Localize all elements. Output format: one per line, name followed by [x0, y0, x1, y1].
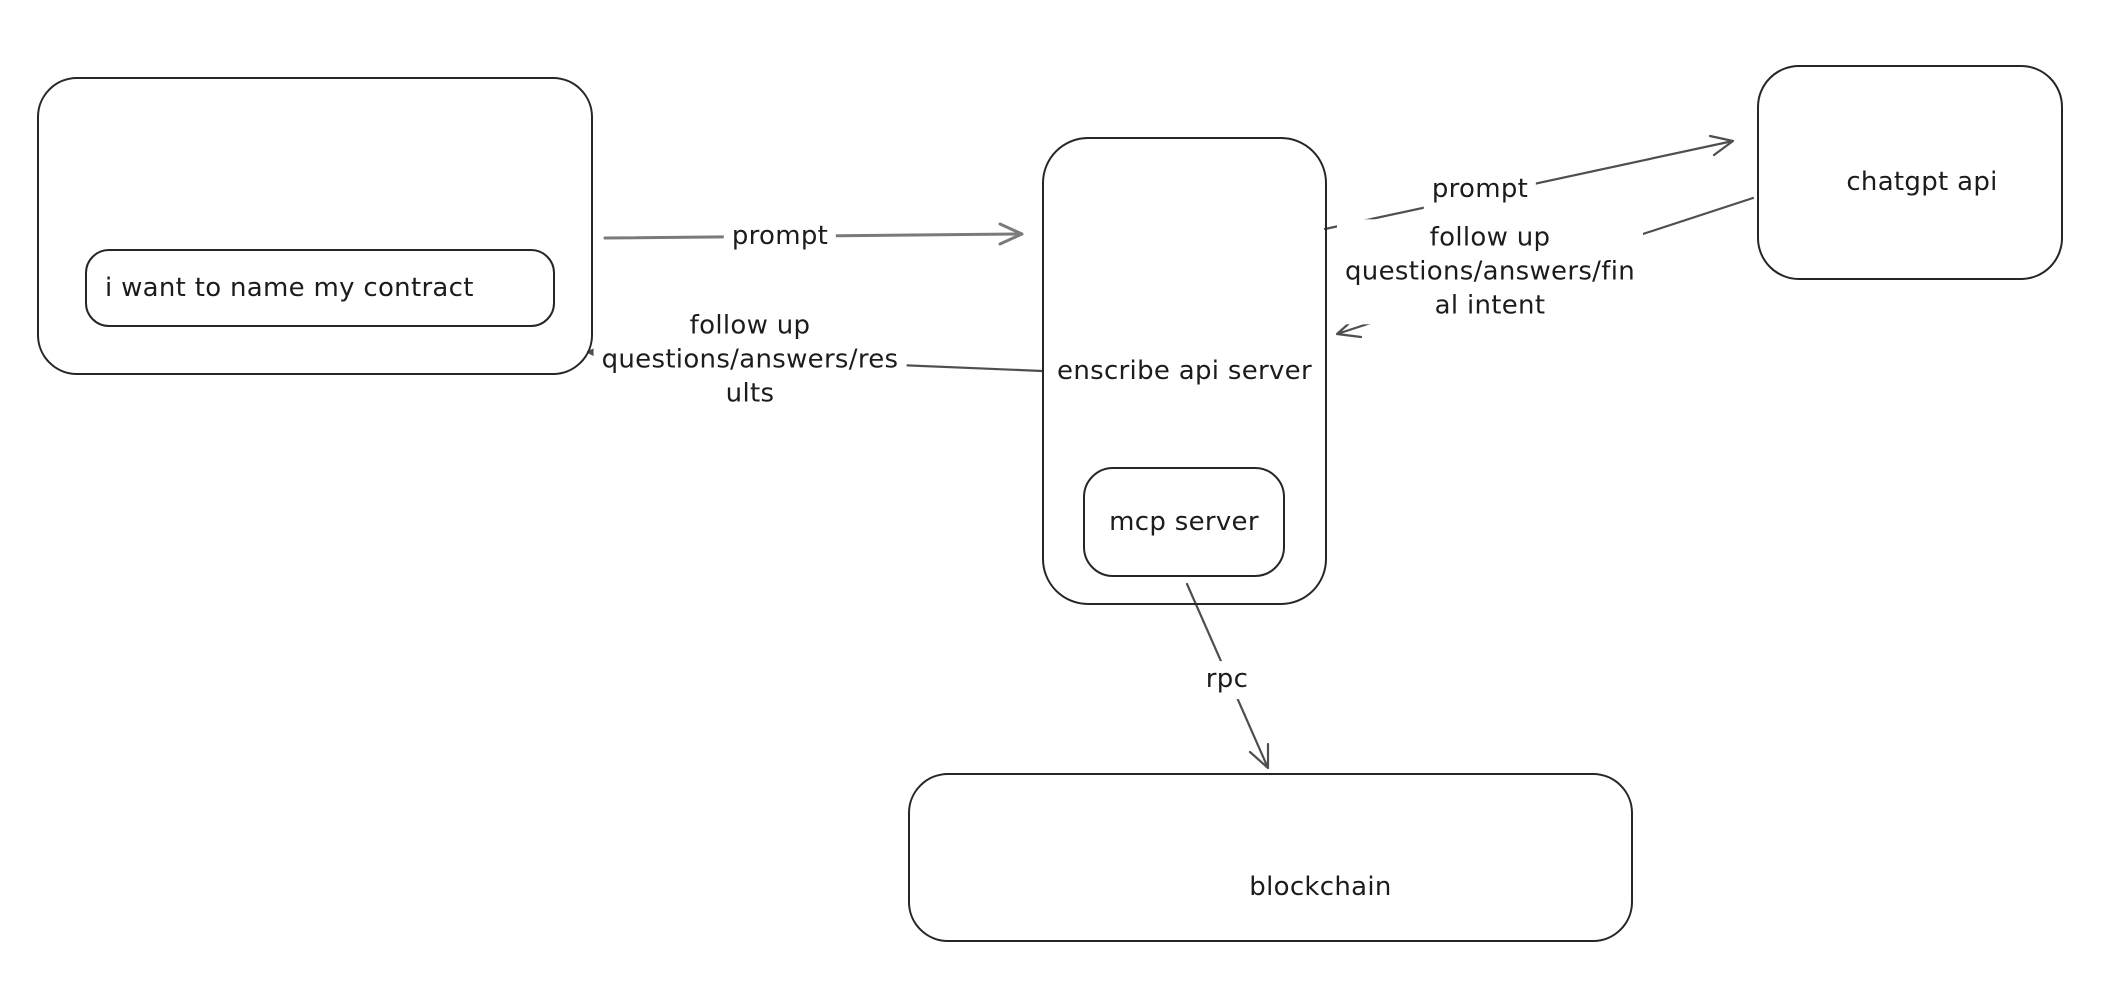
enscribe-api-server-label: enscribe api server [1057, 356, 1312, 386]
user-prompt-label: i want to name my contract [105, 272, 474, 303]
user-box: i want to name my contract [37, 77, 593, 375]
chatgpt-api-label: chatgpt api [1846, 167, 1998, 198]
edge-label-prompt-user-to-enscribe: prompt [723, 218, 837, 256]
edge-label-followup-chatgpt-to-enscribe: follow up questions/answers/fin al inten… [1336, 219, 1644, 325]
chatgpt-api-box: chatgpt api [1757, 65, 2063, 280]
edge-label-rpc-mcp-to-blockchain: rpc [1197, 661, 1257, 699]
edge-label-followup-enscribe-to-user: follow up questions/answers/res ults [593, 307, 907, 413]
user-prompt-box: i want to name my contract [85, 249, 555, 327]
blockchain-label: blockchain [1249, 872, 1392, 903]
mcp-server-box: mcp server [1083, 467, 1285, 577]
edge-label-prompt-enscribe-to-chatgpt: prompt [1423, 171, 1537, 209]
blockchain-box: blockchain [908, 773, 1633, 942]
mcp-server-label: mcp server [1109, 506, 1259, 537]
enscribe-api-server-box: enscribe api server mcp server [1042, 137, 1327, 605]
